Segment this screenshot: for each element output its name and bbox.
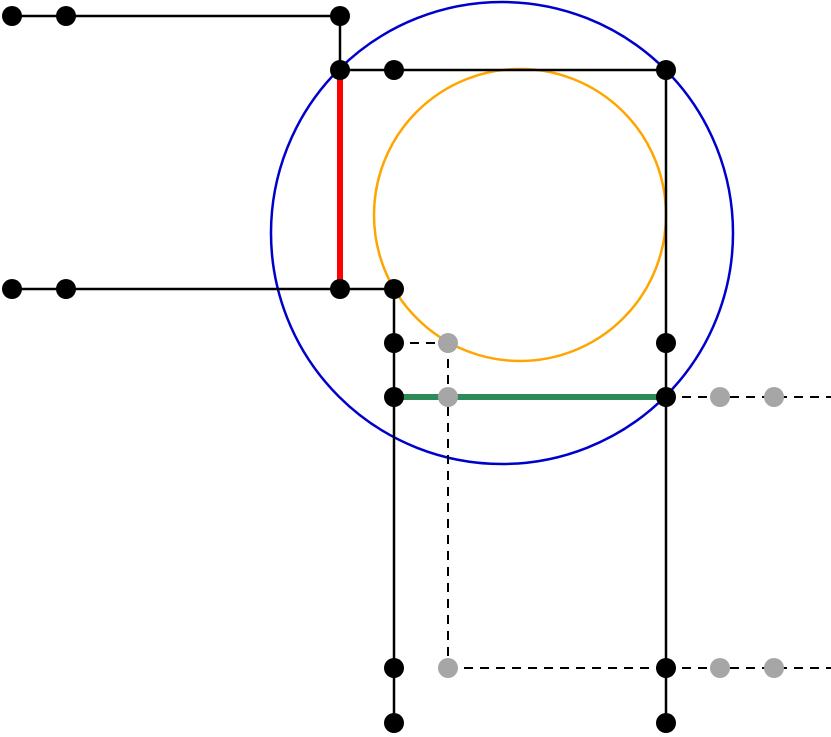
ghost-node bbox=[438, 387, 458, 407]
node bbox=[384, 333, 404, 353]
node bbox=[56, 279, 76, 299]
node bbox=[2, 6, 22, 26]
node bbox=[384, 279, 404, 299]
ghost-node bbox=[764, 658, 784, 678]
node bbox=[2, 279, 22, 299]
node bbox=[384, 658, 404, 678]
ghost-node bbox=[710, 658, 730, 678]
node bbox=[330, 279, 350, 299]
node bbox=[656, 333, 676, 353]
node bbox=[330, 60, 350, 80]
ghost-node bbox=[438, 333, 458, 353]
node bbox=[656, 387, 676, 407]
node bbox=[56, 6, 76, 26]
ghost-node bbox=[764, 387, 784, 407]
nodes bbox=[2, 6, 676, 733]
node bbox=[384, 713, 404, 733]
node bbox=[330, 6, 350, 26]
ghost-nodes bbox=[438, 333, 784, 678]
ghost-node bbox=[438, 658, 458, 678]
outer-blue-circle bbox=[269, 0, 735, 466]
node bbox=[384, 387, 404, 407]
node bbox=[384, 60, 404, 80]
node bbox=[656, 658, 676, 678]
node bbox=[656, 713, 676, 733]
ghost-node bbox=[710, 387, 730, 407]
node bbox=[656, 60, 676, 80]
